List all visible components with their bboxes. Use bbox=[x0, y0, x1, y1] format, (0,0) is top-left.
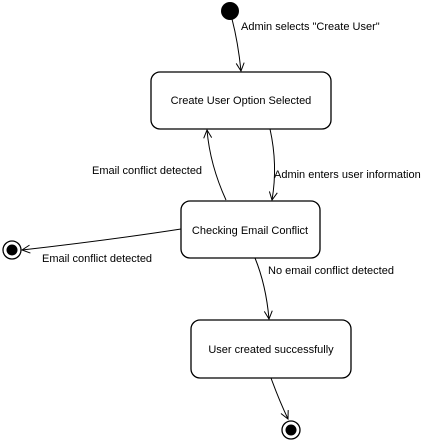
edge-user-created-to-final bbox=[270, 377, 288, 419]
label-no-email-conflict-detected: No email conflict detected bbox=[268, 265, 394, 277]
state-label-user-created-successfully: User created successfully bbox=[208, 344, 334, 356]
final-state-bottom bbox=[281, 420, 301, 440]
initial-state bbox=[221, 2, 239, 20]
state-label-checking-email-conflict: Checking Email Conflict bbox=[192, 225, 308, 237]
edge-checking-to-final-left bbox=[22, 228, 182, 250]
state-label-create-user-option-selected: Create User Option Selected bbox=[171, 95, 312, 107]
label-email-conflict-detected-final: Email conflict detected bbox=[42, 253, 152, 265]
label-admin-enters-user-information: Admin enters user information bbox=[274, 169, 421, 181]
final-state-left bbox=[2, 240, 22, 260]
state-user-created-successfully: User created successfully bbox=[190, 319, 352, 379]
label-email-conflict-detected-loop: Email conflict detected bbox=[92, 165, 202, 177]
edge-initial-to-create-user bbox=[231, 18, 241, 71]
edge-checking-to-create-user bbox=[207, 130, 227, 201]
state-create-user-option-selected: Create User Option Selected bbox=[150, 71, 332, 130]
state-checking-email-conflict: Checking Email Conflict bbox=[180, 200, 321, 259]
edge-create-user-to-checking bbox=[270, 128, 275, 200]
edge-checking-to-user-created bbox=[254, 257, 269, 319]
label-admin-selects-create-user: Admin selects "Create User" bbox=[241, 21, 380, 33]
